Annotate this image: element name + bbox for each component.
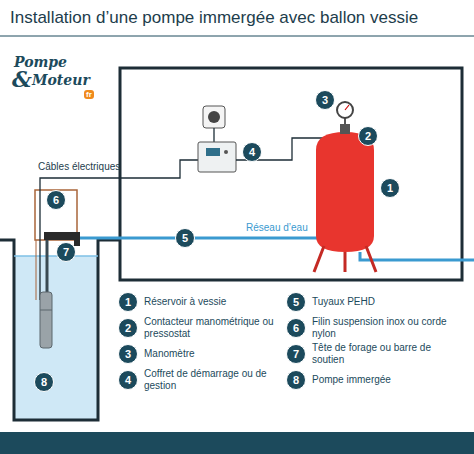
- footer-band: [0, 432, 474, 454]
- callout-number: 2: [358, 126, 378, 146]
- callout-number: 1: [380, 178, 400, 198]
- logo-text: &: [12, 66, 32, 92]
- legend-text: Pompe immergée: [312, 374, 462, 386]
- gauge-needle: [345, 105, 349, 110]
- power-wire: [213, 128, 214, 142]
- riser-pipe: [46, 236, 49, 292]
- callout-number: 1: [118, 292, 138, 312]
- callout-number: 8: [34, 372, 54, 392]
- electric-cable: [40, 160, 200, 300]
- callout-number: 8: [286, 370, 306, 390]
- legend-text: Tête de forage ou barre de soutien: [312, 342, 462, 366]
- control-button: [224, 150, 228, 154]
- legend-text: Réservoir à vessie: [144, 296, 279, 308]
- callout-number: 7: [286, 344, 306, 364]
- callout-number: 2: [118, 318, 138, 338]
- callout-number: 5: [286, 292, 306, 312]
- wall-socket: [203, 106, 225, 128]
- socket-hole: [208, 111, 220, 123]
- control-box: [198, 142, 236, 172]
- tank-fitting: [340, 124, 350, 134]
- legend-text: Contacteur manométrique ou pressostat: [144, 316, 279, 340]
- legend-text: Manomètre: [144, 348, 279, 360]
- bladder-tank: [316, 132, 374, 252]
- diagram-title: Installation d’une pompe immergée avec b…: [10, 8, 418, 28]
- tank-legs: [314, 246, 376, 272]
- network-pipe: [360, 252, 474, 260]
- submersible-pump: [40, 292, 52, 348]
- callout-number: 4: [118, 370, 138, 390]
- house-outline: [120, 68, 462, 280]
- callout-number: 3: [315, 90, 335, 110]
- callout-number: 4: [242, 142, 262, 162]
- suspension-rope: [36, 240, 37, 300]
- callout-number: 6: [286, 318, 306, 338]
- legend-text: Filin suspension inox ou corde nylon: [312, 316, 462, 340]
- pipe-label: Réseau d’eau: [244, 222, 310, 233]
- logo-text: Moteur: [32, 72, 90, 88]
- title-rule: [0, 36, 474, 37]
- legend-text: Tuyaux PEHD: [312, 296, 462, 308]
- callout-number: 7: [56, 242, 76, 262]
- callout-number: 3: [118, 344, 138, 364]
- cable-label: Câbles électriques: [38, 161, 120, 172]
- pump-joint: [40, 310, 52, 311]
- pressure-gauge: [337, 102, 353, 118]
- well-water: [14, 256, 98, 420]
- callout-number: 6: [46, 190, 66, 210]
- control-screen: [206, 148, 220, 156]
- water-pipe: [80, 237, 330, 240]
- legend-text: Coffret de démarrage ou de gestion: [144, 368, 279, 392]
- callout-number: 5: [175, 228, 195, 248]
- logo-badge: fr: [84, 90, 94, 99]
- well-outline: [0, 240, 120, 420]
